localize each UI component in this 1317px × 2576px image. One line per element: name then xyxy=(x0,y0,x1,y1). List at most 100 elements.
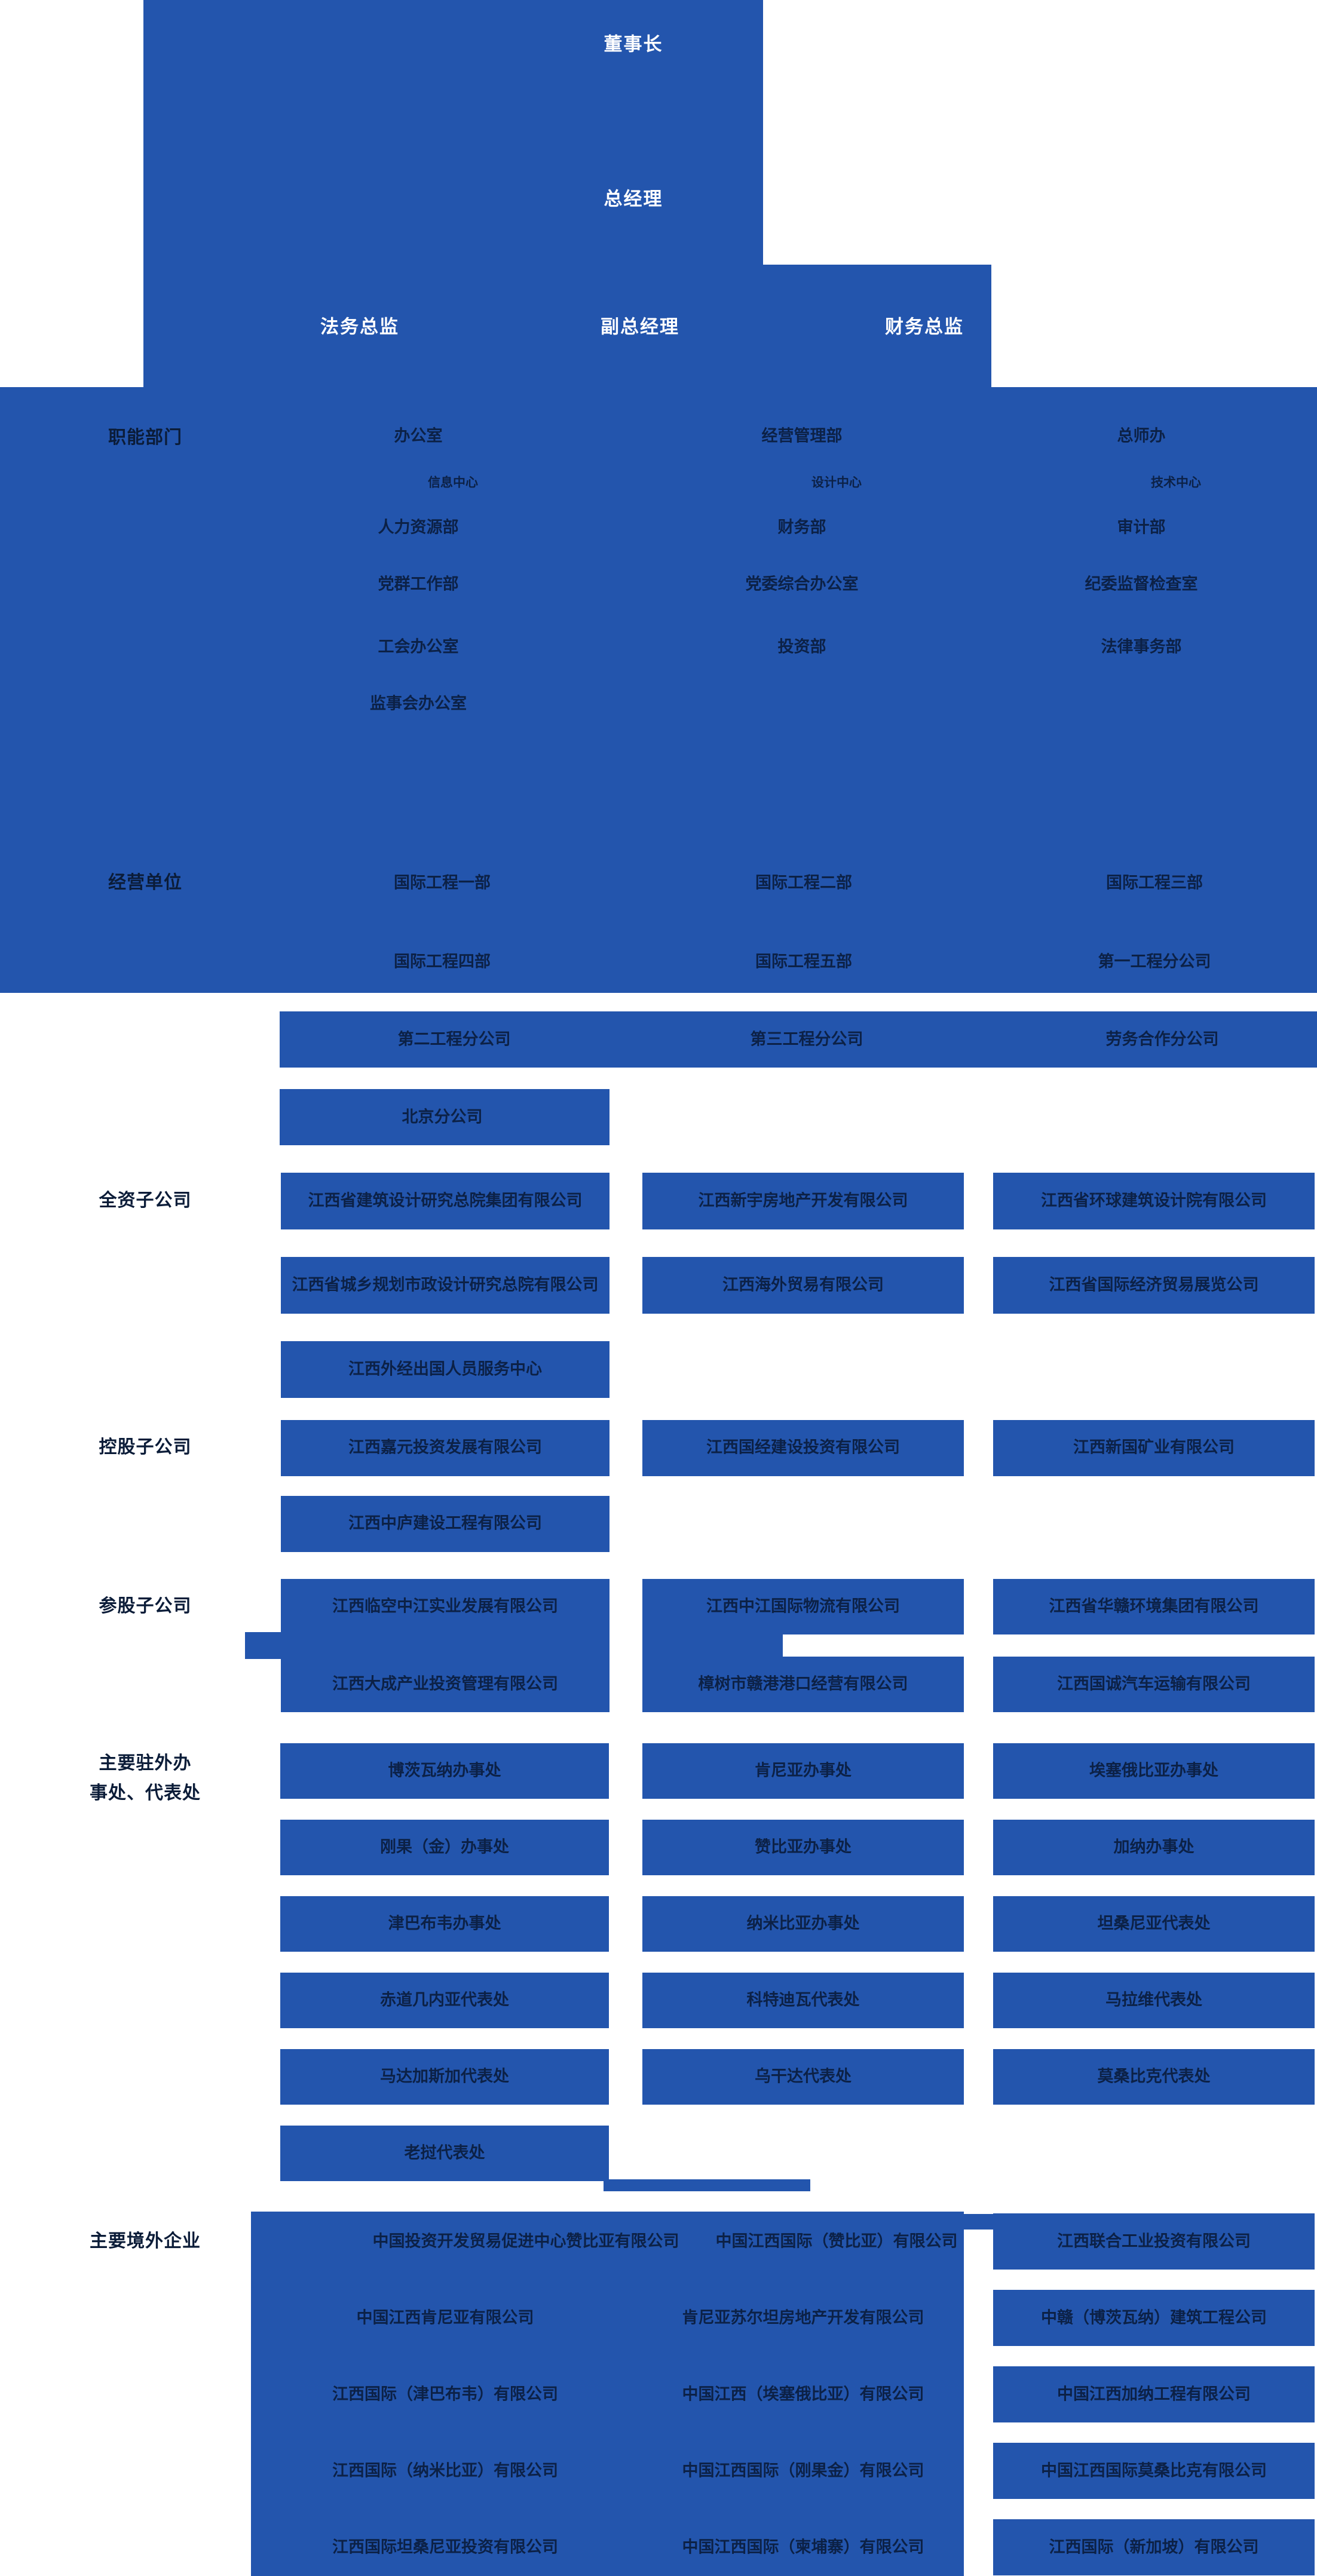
slab xyxy=(993,1579,1315,1634)
office-zambia: 赞比亚办事处 xyxy=(755,1838,852,1856)
dept-audit: 审计部 xyxy=(1117,518,1166,536)
label-overseas-enterprises: 主要境外企业 xyxy=(90,2231,201,2251)
unit-intl-engineering-5: 国际工程五部 xyxy=(755,952,852,971)
company-jiangxi-intl-zambia: 中国江西国际（赞比亚）有限公司 xyxy=(715,2232,958,2250)
unit-intl-engineering-2: 国际工程二部 xyxy=(755,873,852,892)
unit-beijing-branch: 北京分公司 xyxy=(402,1108,483,1126)
office-botswana: 博茨瓦纳办事处 xyxy=(388,1761,501,1780)
slab xyxy=(993,2443,1315,2499)
slab xyxy=(642,1173,964,1229)
company-jiangxi-intl-tanzania-investment: 江西国际坦桑尼亚投资有限公司 xyxy=(332,2538,558,2556)
node-legal-director: 法务总监 xyxy=(320,316,399,338)
slab-bridge xyxy=(964,2214,994,2230)
slab-directors-band xyxy=(143,265,991,387)
dept-general-office: 办公室 xyxy=(394,427,443,445)
dept-party-mass-work: 党群工作部 xyxy=(378,575,459,593)
dept-human-resources: 人力资源部 xyxy=(378,518,459,536)
slab-overseas-block xyxy=(251,2212,964,2576)
slab xyxy=(280,1820,609,1875)
slab xyxy=(281,1257,610,1314)
label-overseas-offices-line2: 事处、代表处 xyxy=(90,1783,201,1803)
office-uganda: 乌干达代表处 xyxy=(755,2067,852,2086)
slab xyxy=(993,2213,1315,2270)
office-congo-kinshasa: 刚果（金）办事处 xyxy=(380,1838,509,1856)
center-technology: 技术中心 xyxy=(1151,476,1201,490)
slab xyxy=(280,2049,609,2105)
dept-party-committee-office: 党委综合办公室 xyxy=(745,575,859,593)
unit-intl-engineering-1: 国际工程一部 xyxy=(394,873,491,892)
slab-main-band xyxy=(0,387,1317,993)
company-zhangshu-port: 樟树市赣港港口经营有限公司 xyxy=(698,1675,908,1693)
company-kenya-sultan-real-estate: 肯尼亚苏尔坦房地产开发有限公司 xyxy=(682,2308,924,2327)
company-china-invest-dev-trade-zambia: 中国投资开发贸易促进中心赞比亚有限公司 xyxy=(372,2232,679,2250)
office-ethiopia: 埃塞俄比亚办事处 xyxy=(1089,1761,1218,1780)
slab xyxy=(642,2049,964,2105)
slab xyxy=(642,1973,964,2028)
slab xyxy=(281,1173,610,1229)
label-business-units: 经营单位 xyxy=(108,873,182,893)
slab xyxy=(993,1743,1315,1799)
company-guojing-construction-investment: 江西国经建设投资有限公司 xyxy=(706,1438,900,1456)
company-china-jiangxi-ghana-engineering: 中国江西加纳工程有限公司 xyxy=(1057,2385,1251,2403)
slab xyxy=(642,1896,964,1952)
node-deputy-general-manager: 副总经理 xyxy=(601,316,679,338)
slab-bridge xyxy=(642,1632,783,1659)
company-china-jiangxi-intl-mozambique: 中国江西国际莫桑比克有限公司 xyxy=(1041,2461,1267,2480)
dept-discipline-inspection: 纪委监督检查室 xyxy=(1085,575,1198,593)
company-overseas-trade: 江西海外贸易有限公司 xyxy=(722,1275,884,1294)
company-huanqiu-architectural-design: 江西省环球建筑设计院有限公司 xyxy=(1041,1191,1267,1210)
label-wholly-owned-subsidiaries: 全资子公司 xyxy=(99,1191,192,1210)
slab xyxy=(642,1579,964,1634)
dept-finance: 财务部 xyxy=(777,518,826,536)
company-china-jiangxi-kenya: 中国江西肯尼亚有限公司 xyxy=(356,2308,534,2327)
dept-legal-affairs: 法律事务部 xyxy=(1101,637,1182,656)
company-urban-planning-institute: 江西省城乡规划市政设计研究总院有限公司 xyxy=(292,1275,599,1294)
company-zhonglu-construction: 江西中庐建设工程有限公司 xyxy=(348,1514,542,1532)
office-equatorial-guinea: 赤道几内亚代表处 xyxy=(380,1991,509,2009)
unit-engineering-branch-3: 第三工程分公司 xyxy=(750,1030,863,1048)
dept-investment: 投资部 xyxy=(777,637,826,656)
office-namibia: 纳米比亚办事处 xyxy=(746,1914,860,1933)
office-madagascar: 马达加斯加代表处 xyxy=(380,2067,509,2086)
label-holding-subsidiaries: 控股子公司 xyxy=(99,1437,192,1457)
company-guocheng-auto-transport: 江西国诚汽车运输有限公司 xyxy=(1057,1675,1251,1693)
slab xyxy=(993,2366,1315,2422)
company-architectural-design-institute: 江西省建筑设计研究总院集团有限公司 xyxy=(308,1191,583,1210)
dept-operation-management: 经营管理部 xyxy=(761,427,843,445)
label-overseas-offices-line1: 主要驻外办 xyxy=(99,1753,192,1773)
slab xyxy=(642,1820,964,1875)
company-china-jiangxi-intl-congo: 中国江西国际（刚果金）有限公司 xyxy=(682,2461,924,2480)
company-xinyu-real-estate: 江西新宇房地产开发有限公司 xyxy=(698,1191,908,1210)
slab xyxy=(642,1657,964,1712)
slab xyxy=(642,1420,964,1476)
slab xyxy=(642,1257,964,1314)
slab xyxy=(281,1420,610,1476)
slab xyxy=(993,1173,1315,1229)
slab xyxy=(281,1579,610,1634)
slab xyxy=(993,1820,1315,1875)
company-china-jiangxi-ethiopia: 中国江西（埃塞俄比亚）有限公司 xyxy=(682,2385,924,2403)
company-zhongjiang-intl-logistics: 江西中江国际物流有限公司 xyxy=(706,1597,900,1615)
office-zimbabwe: 津巴布韦办事处 xyxy=(388,1914,501,1933)
slab xyxy=(993,1973,1315,2028)
slab xyxy=(281,1496,610,1552)
company-huagan-environment-group: 江西省华赣环境集团有限公司 xyxy=(1049,1597,1259,1615)
node-general-manager: 总经理 xyxy=(604,188,663,210)
company-jiangxi-intl-namibia: 江西国际（纳米比亚）有限公司 xyxy=(332,2461,558,2480)
office-kenya: 肯尼亚办事处 xyxy=(755,1761,852,1780)
company-xinguo-mining: 江西新国矿业有限公司 xyxy=(1073,1438,1235,1456)
center-design: 设计中心 xyxy=(811,476,862,490)
slab xyxy=(993,2049,1315,2105)
unit-intl-engineering-3: 国际工程三部 xyxy=(1106,873,1203,892)
slab xyxy=(280,1973,609,2028)
label-functional-departments: 职能部门 xyxy=(108,428,182,447)
slab xyxy=(993,2290,1315,2346)
slab xyxy=(280,1896,609,1952)
company-china-jiangxi-intl-cambodia: 中国江西国际（柬埔寨）有限公司 xyxy=(682,2538,924,2556)
slab-branch-strip xyxy=(280,1011,1317,1068)
office-malawi: 马拉维代表处 xyxy=(1105,1991,1202,2009)
slab xyxy=(280,2126,609,2181)
unit-engineering-branch-1: 第一工程分公司 xyxy=(1098,952,1211,971)
label-minority-stake-subsidiaries: 参股子公司 xyxy=(99,1596,192,1616)
